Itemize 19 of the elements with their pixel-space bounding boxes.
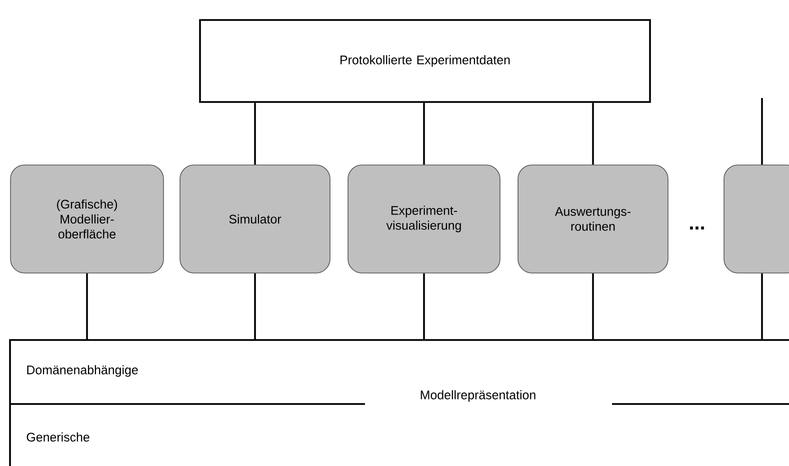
- connector-line: [423, 273, 425, 340]
- layer-label: Generische: [26, 432, 90, 442]
- component-box: Simulator: [180, 164, 330, 274]
- connector-line: [761, 98, 763, 165]
- connector-line: [254, 273, 256, 340]
- component-box: (Grafische) Modellier- oberfläche: [10, 164, 164, 274]
- connector-line: [592, 273, 594, 340]
- data-box: Protokollierte Experimentdaten: [199, 19, 651, 103]
- ellipsis: ...: [690, 226, 704, 230]
- connector-line: [761, 273, 763, 340]
- component-box: Auswertungs- routinen: [518, 164, 668, 274]
- layer-label: Domänenabhängige: [27, 365, 138, 377]
- component-box: Experiment- visualisierung: [348, 164, 500, 274]
- connector-line: [423, 102, 425, 165]
- connector-line: [592, 102, 594, 165]
- component-box: [724, 164, 789, 274]
- connector-line: [254, 102, 256, 165]
- connector-line: [86, 273, 88, 340]
- layer-label: Modellrepräsentation: [420, 390, 536, 402]
